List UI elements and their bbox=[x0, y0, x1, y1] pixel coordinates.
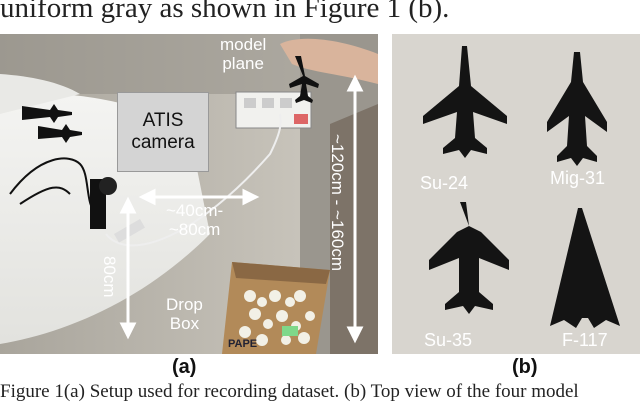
drop-box-label-line2: Box bbox=[169, 313, 200, 333]
mig-31-label: Mig-31 bbox=[550, 168, 606, 188]
model-plane-label: model plane bbox=[220, 35, 267, 73]
mig-31-model-icon bbox=[547, 52, 607, 166]
horizontal-distance-label: ~40cm- ~80cm bbox=[166, 201, 224, 239]
figure-caption: Figure 1(a) Setup used for recording dat… bbox=[0, 381, 579, 402]
model-plane-label-line1: model bbox=[220, 35, 267, 54]
horizontal-distance-line2: ~80cm bbox=[168, 219, 221, 239]
horizontal-distance-line1: ~40cm- bbox=[166, 201, 224, 220]
setup-photo: model plane ATIS camera ~40cm- ~80cm 80c… bbox=[0, 34, 378, 354]
f-117-label: F-117 bbox=[562, 330, 608, 350]
f-117-model-icon bbox=[550, 208, 620, 328]
su-24-model-icon bbox=[423, 46, 507, 158]
vertical-distance-label-left: 80cm bbox=[100, 256, 119, 298]
aircraft-models-photo: Su-24 Mig-31 Su-35 F-117 bbox=[392, 34, 640, 354]
su-35-model-icon bbox=[429, 202, 509, 314]
atis-camera-label: ATIS camera bbox=[117, 92, 209, 172]
atis-camera-label-line1: ATIS bbox=[142, 110, 184, 132]
preceding-text-line: uniform gray as shown in Figure 1 (b). bbox=[0, 0, 450, 24]
panel-b-sublabel: (b) bbox=[512, 356, 538, 378]
su-24-label: Su-24 bbox=[420, 173, 469, 193]
setup-scene-illustration bbox=[0, 34, 378, 354]
vertical-distance-label-right: ~120cm - ~160cm bbox=[328, 134, 347, 272]
su-35-label: Su-35 bbox=[424, 330, 473, 350]
model-plane-label-line2: plane bbox=[222, 53, 264, 73]
panel-a-sublabel: (a) bbox=[172, 356, 197, 378]
drop-box-label-line1: Drop bbox=[166, 295, 203, 314]
box-print-text: PAPE bbox=[228, 338, 258, 350]
aircraft-models-illustration bbox=[392, 34, 640, 354]
atis-camera-label-line2: camera bbox=[131, 132, 195, 153]
drop-box-label: Drop Box bbox=[166, 295, 203, 333]
